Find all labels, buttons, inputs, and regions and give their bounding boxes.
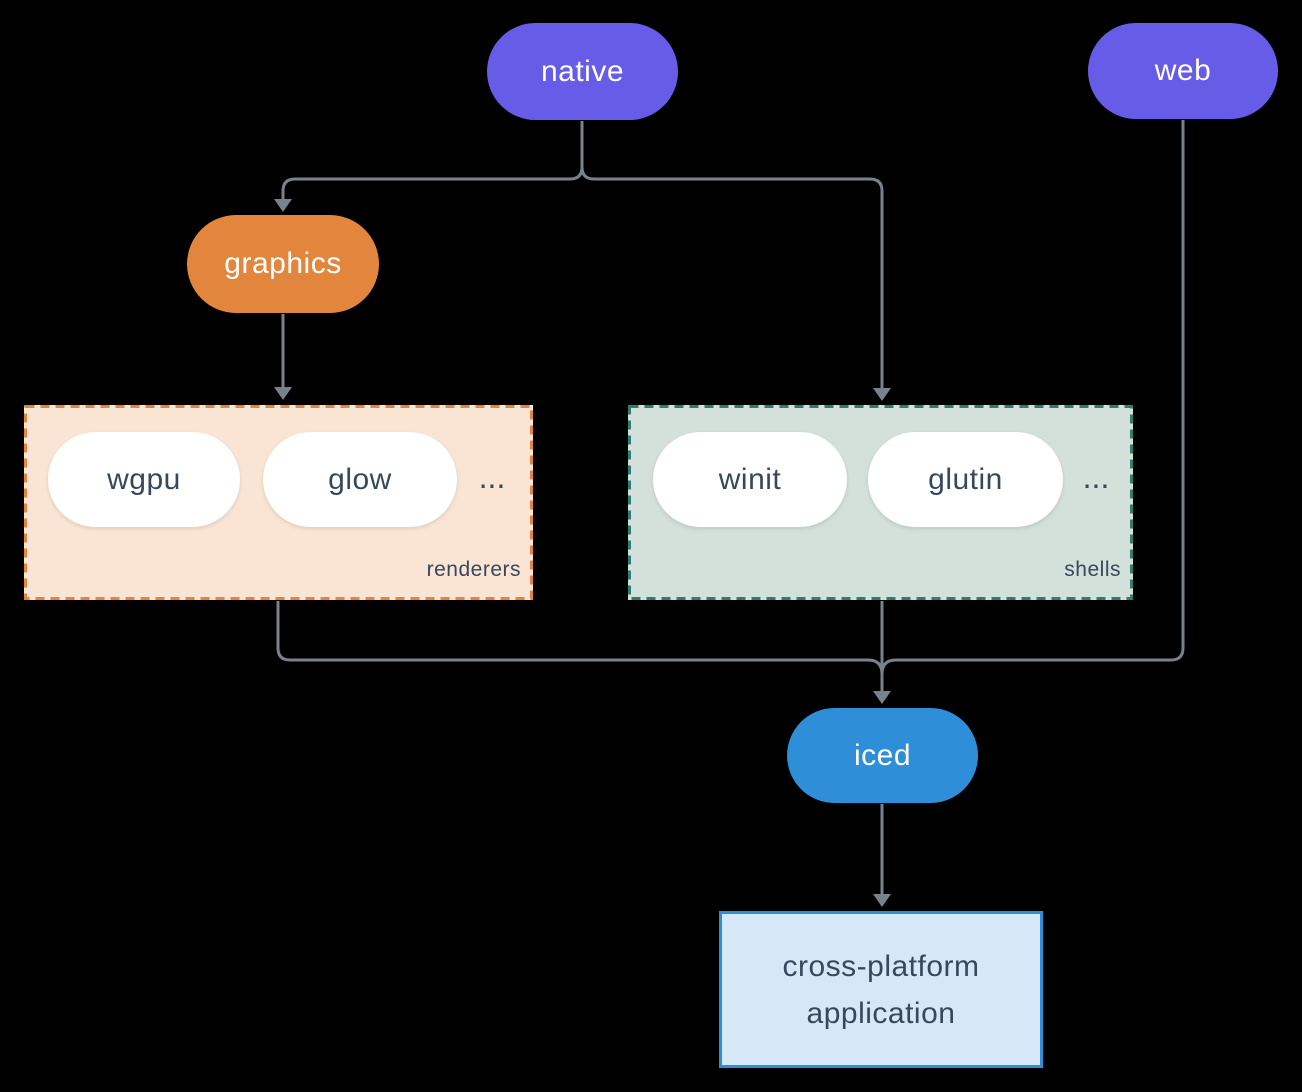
- node-iced: iced: [787, 708, 978, 803]
- node-glutin: glutin: [868, 432, 1063, 527]
- connector-merge-arrowhead: [873, 691, 891, 704]
- node-winit-label: winit: [718, 462, 782, 496]
- node-winit: winit: [653, 432, 847, 527]
- node-glow: glow: [263, 432, 457, 527]
- node-glow-label: glow: [328, 462, 392, 496]
- connector-native-to-graphics: [281, 121, 584, 200]
- connector-renderers-to-iced: [276, 601, 884, 682]
- node-graphics: graphics: [187, 215, 379, 313]
- connector-iced-to-app-arrowhead: [873, 894, 891, 907]
- connector-native-to-graphics-arrowhead: [274, 199, 292, 212]
- app-label-line1: cross-platform: [782, 949, 980, 983]
- node-glutin-label: glutin: [928, 462, 1003, 496]
- renderers-ellipsis: ...: [478, 459, 506, 495]
- connector-native-to-shells: [580, 121, 884, 388]
- node-graphics-label: graphics: [224, 247, 342, 280]
- node-native: native: [487, 23, 678, 120]
- connector-graphics-to-renderers-arrowhead: [274, 387, 292, 400]
- node-web-label: web: [1154, 54, 1212, 87]
- node-wgpu: wgpu: [48, 432, 240, 527]
- app-label-line2: application: [806, 996, 956, 1030]
- shells-group-label: shells: [1064, 558, 1121, 581]
- node-cross-platform-application: cross-platform application: [719, 911, 1043, 1068]
- node-native-label: native: [540, 54, 625, 88]
- node-wgpu-label: wgpu: [107, 462, 181, 496]
- connector-native-to-shells-arrowhead: [873, 388, 891, 401]
- shells-ellipsis: ...: [1082, 459, 1110, 495]
- renderers-group-label: renderers: [426, 558, 521, 581]
- node-iced-label: iced: [853, 738, 912, 772]
- node-web: web: [1088, 23, 1278, 119]
